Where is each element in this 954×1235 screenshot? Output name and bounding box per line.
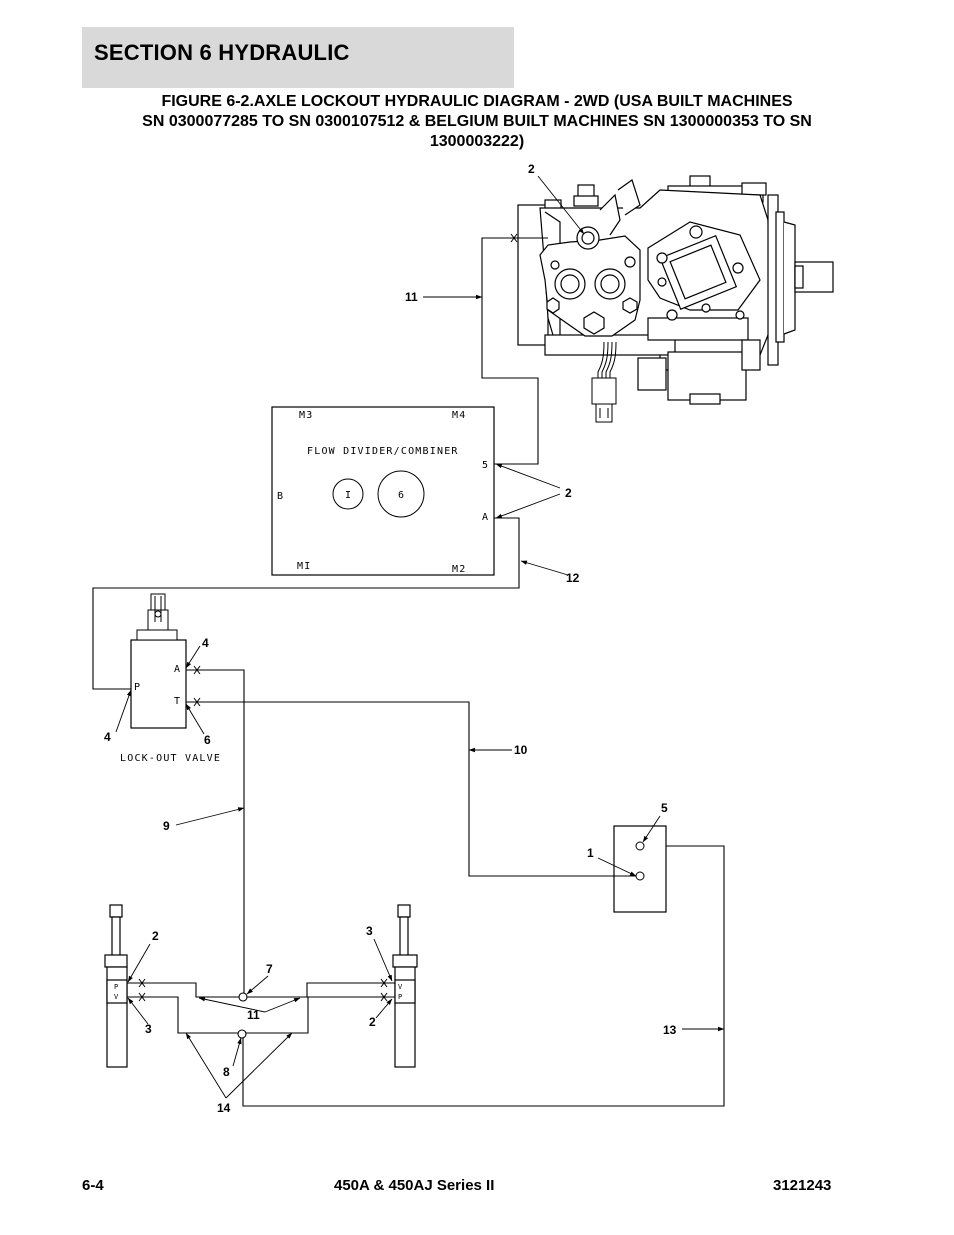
- hose-12-flow-divider-to-lockout-valve: [92, 517, 520, 690]
- footer-page-number: 6-4: [82, 1177, 104, 1194]
- callout-14: 14: [217, 1101, 231, 1115]
- callout-5: 5: [661, 801, 668, 815]
- hose-10-lockout-valve-to-manifold: [186, 701, 636, 877]
- callout-3-right-cylinder: 3: [366, 924, 373, 938]
- figure-title-line-3: 1300003222): [429, 133, 525, 150]
- fitting-7: [238, 992, 248, 1002]
- flow-divider-gear-1: [332, 478, 364, 510]
- flow-divider-m1-label: MI: [297, 561, 311, 572]
- left-cylinder-v-label: V: [114, 993, 119, 1001]
- fitting-8: [237, 1029, 247, 1039]
- callouts: 2 11 2 12 4 4 6 10 9 5 1 2 3 7 11 3 2 13…: [104, 162, 677, 1115]
- callout-10: 10: [514, 743, 528, 757]
- manifold-port-1: [635, 871, 645, 881]
- flow-divider-label: FLOW DIVIDER/COMBINER: [307, 446, 459, 457]
- flow-divider-gear-1-label: I: [345, 490, 352, 501]
- flow-divider-m2-label: M2: [452, 564, 466, 575]
- flow-divider-port-5-label: 5: [482, 460, 489, 471]
- flow-divider-port-a-label: A: [482, 512, 489, 523]
- lockout-valve-port-a-label: A: [174, 664, 181, 675]
- callout-2-flow-divider: 2: [565, 486, 572, 500]
- callout-8: 8: [223, 1065, 230, 1079]
- right-lockout-cylinder: V P: [392, 904, 418, 1068]
- leader-lines: [115, 175, 725, 1099]
- pump-wiring-harness: [591, 341, 617, 423]
- callout-6: 6: [204, 733, 211, 747]
- figure-title-line-1: FIGURE 6-2.AXLE LOCKOUT HYDRAULIC DIAGRA…: [161, 93, 793, 110]
- section-title: SECTION 6 HYDRAULIC: [94, 40, 350, 65]
- callout-4-top: 4: [202, 636, 209, 650]
- callout-13: 13: [663, 1023, 677, 1037]
- left-cylinder-p-label: P: [114, 983, 119, 991]
- right-cylinder-v-label: V: [398, 983, 403, 991]
- callout-11-bottom: 11: [247, 1008, 260, 1022]
- footer-model: 450A & 450AJ Series II: [334, 1177, 495, 1194]
- callout-11-pump: 11: [405, 290, 418, 304]
- cylinder-line-lower: [127, 996, 395, 1034]
- section-banner: [82, 27, 514, 88]
- callout-7: 7: [266, 962, 273, 976]
- manifold-block: [613, 825, 667, 913]
- manifold-port-5: [635, 841, 645, 851]
- callout-9: 9: [163, 819, 170, 833]
- flow-divider-combiner: FLOW DIVIDER/COMBINER M3 M4 MI M2 5 A B …: [271, 406, 495, 576]
- port-x-marks: [138, 233, 518, 1002]
- flow-divider-gear-6-label: 6: [398, 490, 405, 501]
- right-cylinder-line-upper: [300, 982, 395, 998]
- callout-2-pump: 2: [528, 162, 535, 176]
- flow-divider-m3-label: M3: [299, 410, 313, 421]
- footer-document-number: 3121243: [773, 1177, 832, 1194]
- figure-title-line-2: SN 0300077285 TO SN 0300107512 & BELGIUM…: [142, 113, 812, 130]
- pump-assembly: [517, 175, 834, 405]
- callout-2-left-cylinder: 2: [152, 929, 159, 943]
- lockout-valve-port-t-label: T: [174, 696, 181, 707]
- left-lockout-cylinder: P V: [104, 904, 128, 1068]
- lockout-valve: A T P LOCK-OUT VALVE: [120, 593, 221, 764]
- hose-9-lockout-valve-to-cylinders: [186, 669, 245, 993]
- lockout-valve-port-p-label: P: [134, 682, 141, 693]
- callout-3-left-cylinder: 3: [145, 1022, 152, 1036]
- hose-11-pump-to-flow-divider: [481, 237, 548, 465]
- figure-title: FIGURE 6-2.AXLE LOCKOUT HYDRAULIC DIAGRA…: [82, 92, 872, 152]
- callout-1: 1: [587, 846, 594, 860]
- flow-divider-m4-label: M4: [452, 410, 466, 421]
- flow-divider-gear-6: [377, 470, 425, 518]
- callout-4-bottom: 4: [104, 730, 111, 744]
- callout-2-right-cylinder: 2: [369, 1015, 376, 1029]
- left-cylinder-line-upper: [127, 982, 300, 998]
- right-cylinder-p-label: P: [398, 993, 403, 1001]
- lockout-valve-label: LOCK-OUT VALVE: [120, 753, 221, 764]
- flow-divider-port-b-label: B: [277, 491, 284, 502]
- callout-12: 12: [566, 571, 580, 585]
